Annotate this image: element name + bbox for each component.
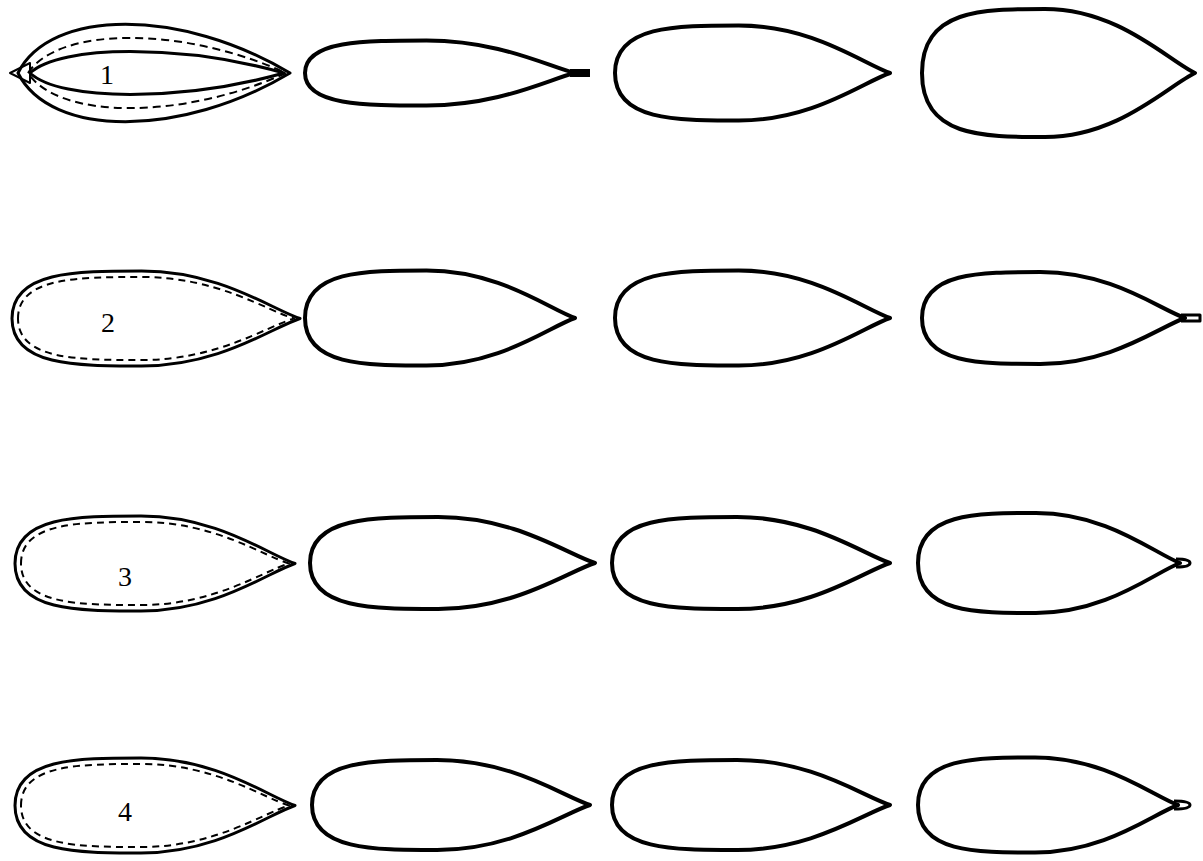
airfoil-outline [922, 9, 1195, 137]
airfoil-section: 3 [11, 512, 299, 615]
airfoil-outline [12, 271, 300, 366]
section-number: 2 [101, 309, 115, 337]
airfoil-outline-svg [6, 4, 294, 142]
airfoil-outline-svg [11, 754, 299, 857]
inner-core [30, 52, 284, 95]
airfoil-outline [15, 516, 295, 611]
airfoil-outline [312, 760, 590, 850]
airfoil-outline [305, 41, 575, 106]
dashed-layer [21, 764, 289, 847]
airfoil-outline [15, 758, 295, 853]
leading-tip [10, 63, 30, 83]
airfoil-section: 4 [11, 754, 299, 857]
airfoil-outline [922, 272, 1185, 364]
section-number: 1 [100, 61, 114, 89]
airfoil-outline [615, 26, 890, 121]
airfoil-section: 2 [8, 267, 304, 370]
airfoil-outline-svg [11, 512, 299, 615]
airfoil-outline [918, 758, 1178, 853]
airfoil-outline [918, 513, 1180, 613]
airfoil-outline [615, 271, 890, 366]
section-number: 4 [118, 798, 132, 826]
trailing-tab [570, 69, 590, 77]
trailing-tab [1174, 801, 1190, 809]
trailing-tab [1176, 559, 1190, 567]
airfoil-outline [612, 760, 890, 850]
airfoil-section: 1 [6, 4, 294, 142]
airfoil-outline [612, 517, 890, 609]
airfoil-outline [305, 271, 575, 366]
outer-layer [18, 24, 290, 122]
dashed-layer [21, 522, 289, 605]
section-number: 3 [118, 563, 132, 591]
trailing-tab [1181, 315, 1200, 321]
airfoil-outline-svg [8, 267, 304, 370]
airfoil-outline [310, 517, 595, 609]
dashed-layer [18, 277, 294, 360]
dashed-layer [28, 38, 286, 108]
